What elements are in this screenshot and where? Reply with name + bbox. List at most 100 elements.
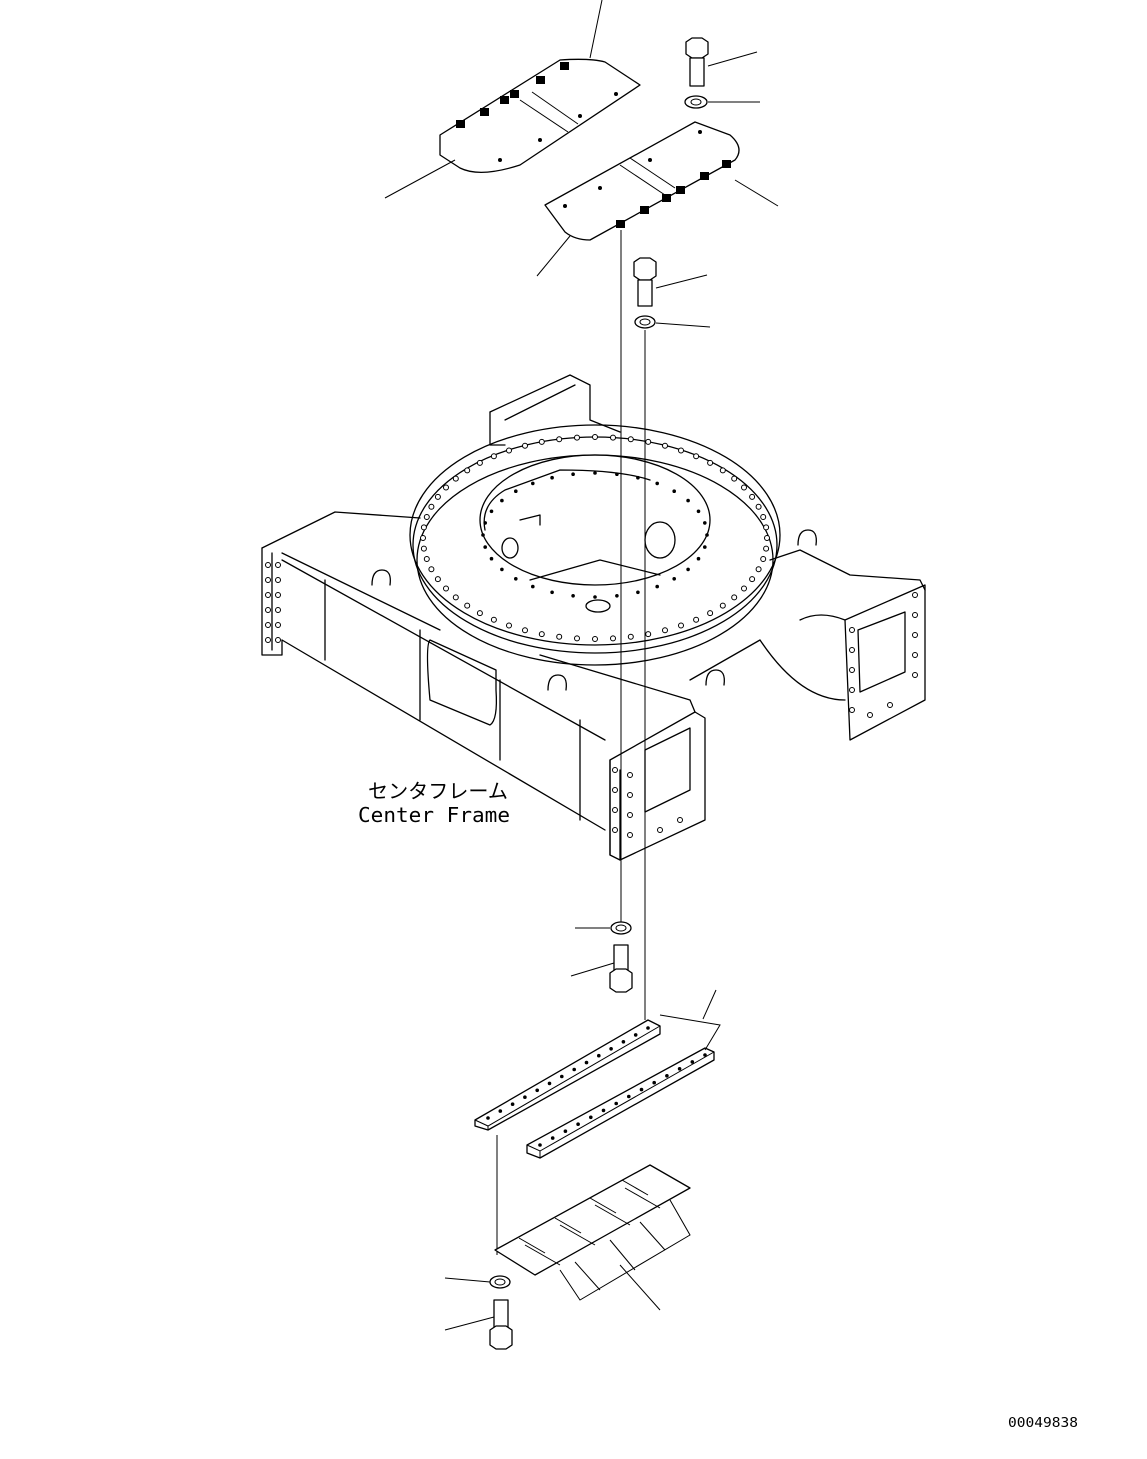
bolt-hole	[443, 585, 449, 592]
bolt-hole	[481, 533, 485, 537]
bolt-hole	[592, 434, 598, 440]
bolt-hole	[514, 577, 518, 581]
bolt-hole	[677, 1067, 682, 1071]
wear-plate-left	[474, 1019, 661, 1131]
bolt-hole	[693, 453, 700, 460]
leader-line	[702, 989, 717, 1020]
bolt-hole	[763, 545, 770, 552]
bolt-hole	[645, 438, 652, 445]
bolt-hole	[665, 1074, 669, 1078]
bolt-hole	[705, 533, 709, 537]
washer-icon	[610, 921, 632, 935]
bolt-hole	[428, 503, 435, 510]
bolt-hole	[464, 602, 471, 609]
bolt-hole	[514, 489, 518, 494]
leader-line	[655, 322, 711, 328]
bolt-hole	[576, 1122, 580, 1126]
bolt-hole	[506, 447, 512, 454]
washer-icon	[489, 1275, 511, 1289]
bolt-hole	[500, 567, 504, 572]
bolt-hole	[531, 481, 535, 486]
bolt-hole	[731, 475, 738, 482]
bolt-hole	[452, 475, 459, 482]
bolt-hole	[615, 472, 619, 477]
bolt-hole	[719, 602, 726, 609]
bolt-hole	[423, 556, 430, 562]
bolt-hole	[741, 484, 747, 491]
bolt-hole	[593, 471, 597, 475]
bolt-hole	[571, 594, 575, 598]
bolt-hole	[621, 1040, 626, 1044]
bolt-hole	[655, 481, 659, 486]
leader-line	[734, 179, 779, 207]
bolt-hole	[464, 467, 471, 474]
bolt-hole	[490, 453, 497, 460]
bolt-hole	[483, 545, 488, 549]
bolt-hole	[560, 1074, 564, 1079]
bolt-hole	[434, 576, 441, 583]
bolt-hole	[627, 1094, 631, 1099]
bolt-hole	[707, 459, 714, 466]
bolt-hole	[523, 1095, 527, 1099]
bolt-hole	[489, 556, 494, 561]
bolt-hole	[749, 576, 756, 583]
bolt-hole	[550, 1136, 555, 1140]
bolt-icon	[489, 1299, 513, 1350]
bolt-hole	[550, 475, 554, 480]
bolt-hole	[741, 585, 747, 592]
bolt-hole	[645, 631, 652, 638]
leader-line	[707, 51, 758, 67]
bolt-hole	[731, 594, 738, 601]
bolt-hole	[678, 622, 684, 629]
bolt-hole	[636, 590, 640, 595]
bolt-hole	[563, 1129, 568, 1133]
bolt-hole	[633, 1033, 638, 1037]
bolt-hole	[646, 1026, 650, 1030]
bolt-hole	[434, 493, 441, 500]
bolt-hole	[760, 514, 767, 520]
bolt-icon	[633, 257, 657, 307]
leader-line	[536, 235, 571, 277]
inner-bolt-holes	[481, 471, 709, 599]
bolt-hole	[522, 442, 528, 449]
leader-bracket	[659, 1014, 721, 1051]
ring-bolt-holes	[420, 434, 770, 642]
bolt-hole	[420, 535, 426, 541]
bolt-hole	[535, 1088, 539, 1093]
bolt-hole	[703, 545, 707, 549]
frame-label-english: Center Frame	[358, 803, 510, 827]
bolt-hole	[574, 434, 580, 441]
bolt-hole	[593, 595, 597, 599]
top-cover-plate-upper	[439, 58, 641, 173]
leader-line	[619, 1264, 661, 1311]
bolt-hole	[703, 1053, 707, 1057]
bolt-icon	[685, 37, 709, 87]
bolt-hole	[556, 436, 563, 443]
bolt-hole	[615, 594, 619, 598]
bolt-hole	[550, 590, 554, 595]
bolt-hole	[749, 493, 756, 500]
washer-icon	[684, 95, 708, 109]
bolt-hole	[763, 524, 770, 531]
bolt-hole	[584, 1060, 589, 1065]
bolt-hole	[760, 556, 767, 562]
bolt-hole	[538, 1143, 542, 1147]
bolt-hole	[614, 1101, 618, 1106]
bottom-cover-plate	[494, 1164, 691, 1301]
bolt-hole	[707, 610, 714, 617]
bolt-hole	[686, 567, 690, 572]
bolt-hole	[443, 484, 449, 491]
bolt-hole	[538, 438, 545, 445]
bolt-hole	[686, 498, 690, 503]
bolt-hole	[452, 594, 459, 601]
bolt-hole	[678, 447, 684, 454]
bolt-hole	[574, 635, 580, 642]
bolt-hole	[500, 498, 504, 503]
bolt-hole	[506, 622, 512, 629]
bolt-hole	[597, 1053, 601, 1058]
bolt-hole	[571, 472, 575, 477]
bolt-hole	[483, 521, 488, 525]
bolt-hole	[696, 509, 701, 514]
bolt-hole	[627, 633, 634, 640]
